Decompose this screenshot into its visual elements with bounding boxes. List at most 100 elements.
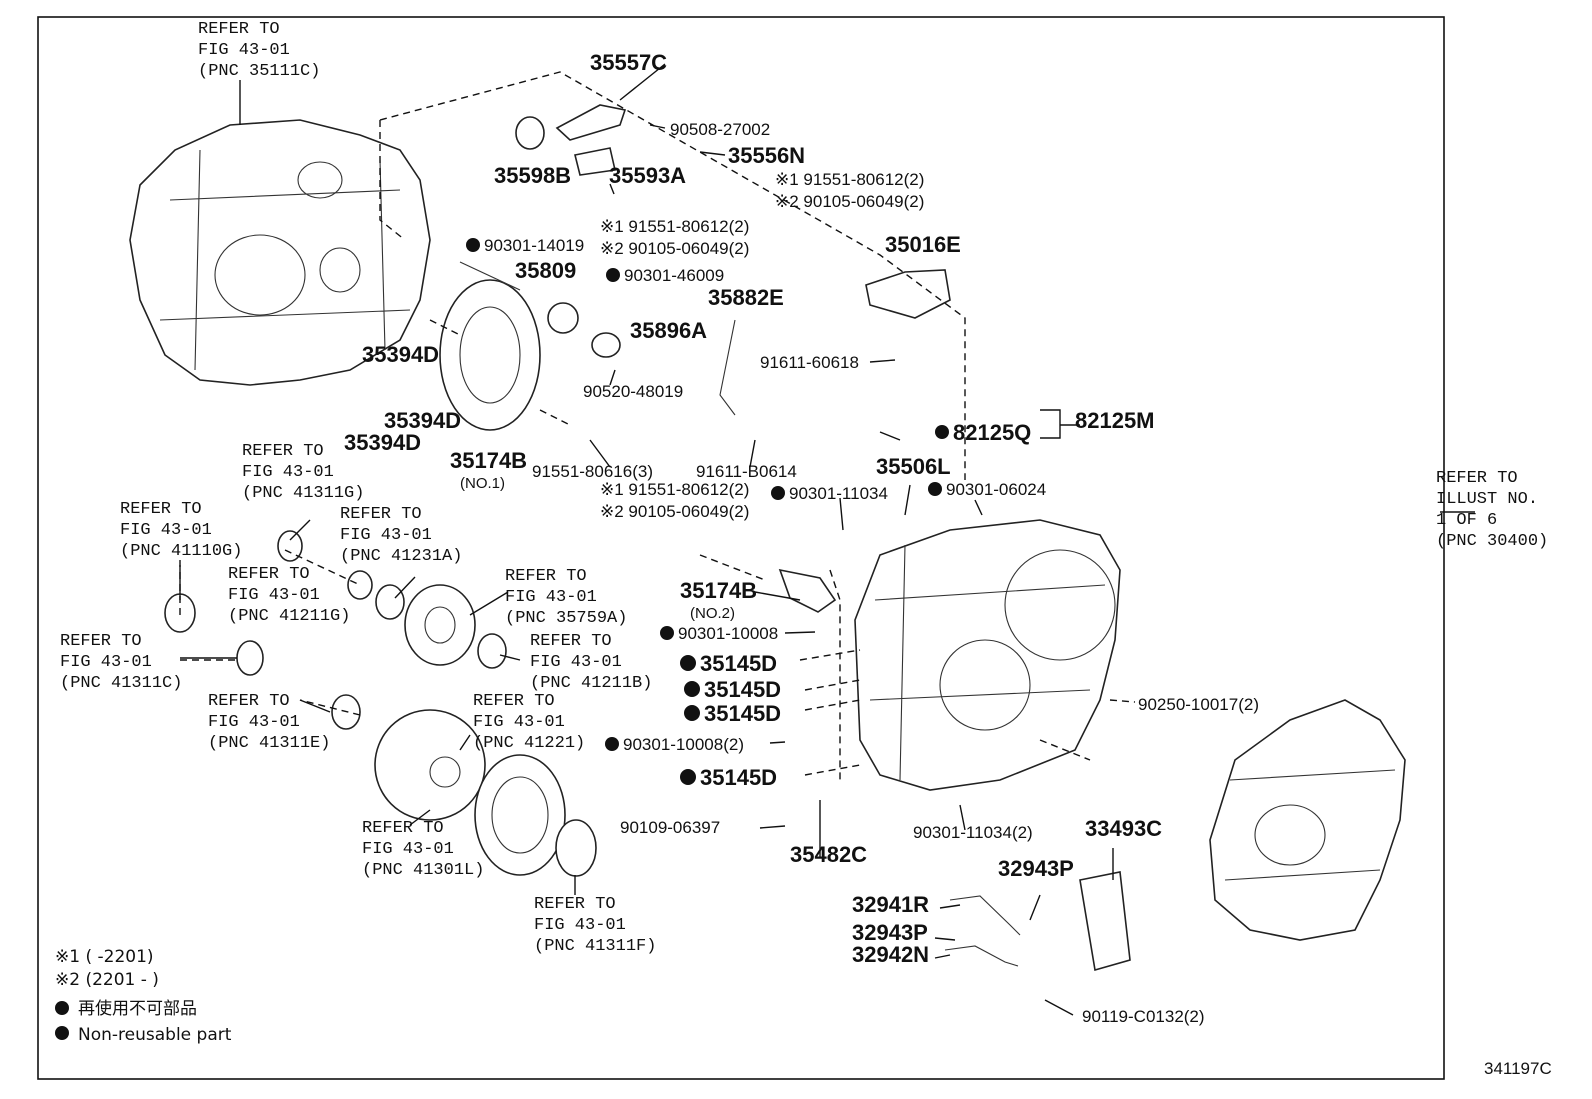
refer-label-line: REFER TO — [530, 632, 612, 651]
part-90301-11034-b-label: 90301-11034(2) — [913, 823, 1033, 842]
refer-label-line: FIG 43-01 — [60, 653, 152, 672]
refer-label-line: FIG 43-01 — [340, 526, 432, 545]
part-35016E-label: 35016E — [885, 232, 961, 257]
refer-label-line: (PNC 41311F) — [534, 937, 656, 956]
refer-label-line: FIG 43-01 — [505, 588, 597, 607]
refer-label-line: REFER TO — [242, 442, 324, 461]
part-35145D-label-1: 35145D — [700, 651, 777, 676]
part-35809-label: 35809 — [515, 258, 576, 283]
refer-label-line: FIG 43-01 — [242, 463, 334, 482]
part-90109-label: 90109-06397 — [620, 818, 720, 837]
refer-label-line: REFER TO — [340, 505, 422, 524]
part-90301-10008-b-label: 90301-10008(2) — [623, 735, 744, 754]
part-90520-label: 90520-48019 — [583, 382, 683, 401]
diagram-frame — [37, 16, 1445, 1080]
diagram-id: 341197C — [1484, 1059, 1552, 1078]
legend-note-2: ※2 (2201 - ) — [55, 970, 159, 990]
refer-label-line: (PNC 41110G) — [120, 542, 242, 561]
refer-label-line: REFER TO — [1436, 469, 1518, 488]
part-35174B-no1-sub: (NO.1) — [460, 475, 505, 492]
refer-label-line: (PNC 41311E) — [208, 734, 330, 753]
refer-label-line: FIG 43-01 — [530, 653, 622, 672]
part-90105-06049-c-label: ※2 90105-06049(2) — [600, 502, 749, 521]
refer-label-line: REFER TO — [60, 632, 142, 651]
transmission-case-drawing — [854, 519, 1121, 791]
part-91551-80616-label: 91551-80616(3) — [532, 462, 653, 481]
part-32941R-label: 32941R — [852, 892, 929, 917]
refer-label-line: (PNC 41301L) — [362, 861, 484, 880]
legend-note-1: ※1 ( -2201) — [55, 947, 154, 967]
refer-label-line: REFER TO — [208, 692, 290, 711]
refer-label-line: FIG 43-01 — [120, 521, 212, 540]
part-32943P-label-1: 32943P — [998, 856, 1074, 881]
non-reusable-dot — [466, 238, 480, 252]
refer-label-line: REFER TO — [505, 567, 587, 586]
non-reusable-dot — [660, 626, 674, 640]
part-35145D-label-2: 35145D — [704, 677, 781, 702]
part-91611-B0614-label: 91611-B0614 — [696, 462, 797, 481]
part-90301-10008-a-label: 90301-10008 — [678, 624, 778, 643]
refer-label-line: FIG 43-01 — [208, 713, 300, 732]
non-reusable-dot — [684, 681, 700, 697]
refer-label-line: (PNC 30400) — [1436, 532, 1548, 551]
part-35482C-label: 35482C — [790, 842, 867, 867]
refer-label-line: REFER TO — [362, 819, 444, 838]
legend-jp: 再使用不可部品 — [78, 998, 197, 1019]
non-reusable-dot — [55, 1026, 69, 1040]
refer-label-line: FIG 43-01 — [362, 840, 454, 859]
part-32942N-label: 32942N — [852, 942, 929, 967]
part-35394D-label-1: 35394D — [362, 342, 439, 367]
refer-label-line: REFER TO — [473, 692, 555, 711]
refer-label-line: REFER TO — [228, 565, 310, 584]
non-reusable-dot — [55, 1001, 69, 1015]
refer-label-line: (PNC 41311G) — [242, 484, 364, 503]
refer-label-line: (PNC 41231A) — [340, 547, 462, 566]
part-33493C-label: 33493C — [1085, 816, 1162, 841]
non-reusable-dot — [606, 268, 620, 282]
legend: ※1 ( -2201) ※2 (2201 - ) 再使用不可部品 Non-reu… — [55, 947, 232, 1045]
part-labels: 35557C 90508-27002 35556N 35598B 35593A … — [344, 50, 1259, 1026]
non-reusable-dot — [680, 655, 696, 671]
part-32943P-label-2: 32943P — [852, 920, 928, 945]
part-35145D-label-3: 35145D — [704, 701, 781, 726]
part-35394D-label-3: 35394D — [344, 430, 421, 455]
transfer-case-drawing — [1209, 699, 1406, 941]
refer-label-line: FIG 43-01 — [534, 916, 626, 935]
refer-label-line: FIG 43-01 — [228, 586, 320, 605]
part-90301-46009-label: 90301-46009 — [624, 266, 724, 285]
part-90508-label: 90508-27002 — [670, 120, 770, 139]
legend-en: Non-reusable part — [78, 1025, 232, 1045]
non-reusable-dot — [684, 705, 700, 721]
leader-lines — [179, 63, 1475, 1016]
part-90250-label: 90250-10017(2) — [1138, 695, 1259, 714]
part-82125Q-label: 82125Q — [953, 420, 1031, 445]
part-91551-80612-c-label: ※1 91551-80612(2) — [600, 480, 749, 499]
refer-label-line: REFER TO — [198, 20, 280, 39]
part-35174B-no1-label: 35174B — [450, 448, 527, 473]
part-91551-80612-b-label: ※1 91551-80612(2) — [600, 217, 749, 236]
refer-label-line: FIG 43-01 — [473, 713, 565, 732]
part-91611-60618-label: 91611-60618 — [760, 353, 859, 372]
refer-label-line: (PNC 41211G) — [228, 607, 350, 626]
part-82125M-label: 82125M — [1075, 408, 1155, 433]
refer-label-line: (PNC 41311C) — [60, 674, 182, 693]
refer-label-line: (PNC 35759A) — [505, 609, 627, 628]
non-reusable-dot — [605, 737, 619, 751]
part-90301-11034-label: 90301-11034 — [789, 484, 888, 503]
part-35506L-label: 35506L — [876, 454, 951, 479]
part-35598B-label: 35598B — [494, 163, 571, 188]
non-reusable-dot — [680, 769, 696, 785]
part-35394D-label-2: 35394D — [384, 408, 461, 433]
part-90301-14019-label: 90301-14019 — [484, 236, 584, 255]
part-35882E-label: 35882E — [708, 285, 784, 310]
part-35557C-label: 35557C — [590, 50, 667, 75]
part-35593A-label: 35593A — [609, 163, 686, 188]
part-35145D-label-4: 35145D — [700, 765, 777, 790]
part-35174B-no2-sub: (NO.2) — [690, 605, 735, 622]
part-90105-06049-a-label: ※2 90105-06049(2) — [775, 192, 924, 211]
refer-label-line: (PNC 41211B) — [530, 674, 652, 693]
refer-label-line: REFER TO — [534, 895, 616, 914]
